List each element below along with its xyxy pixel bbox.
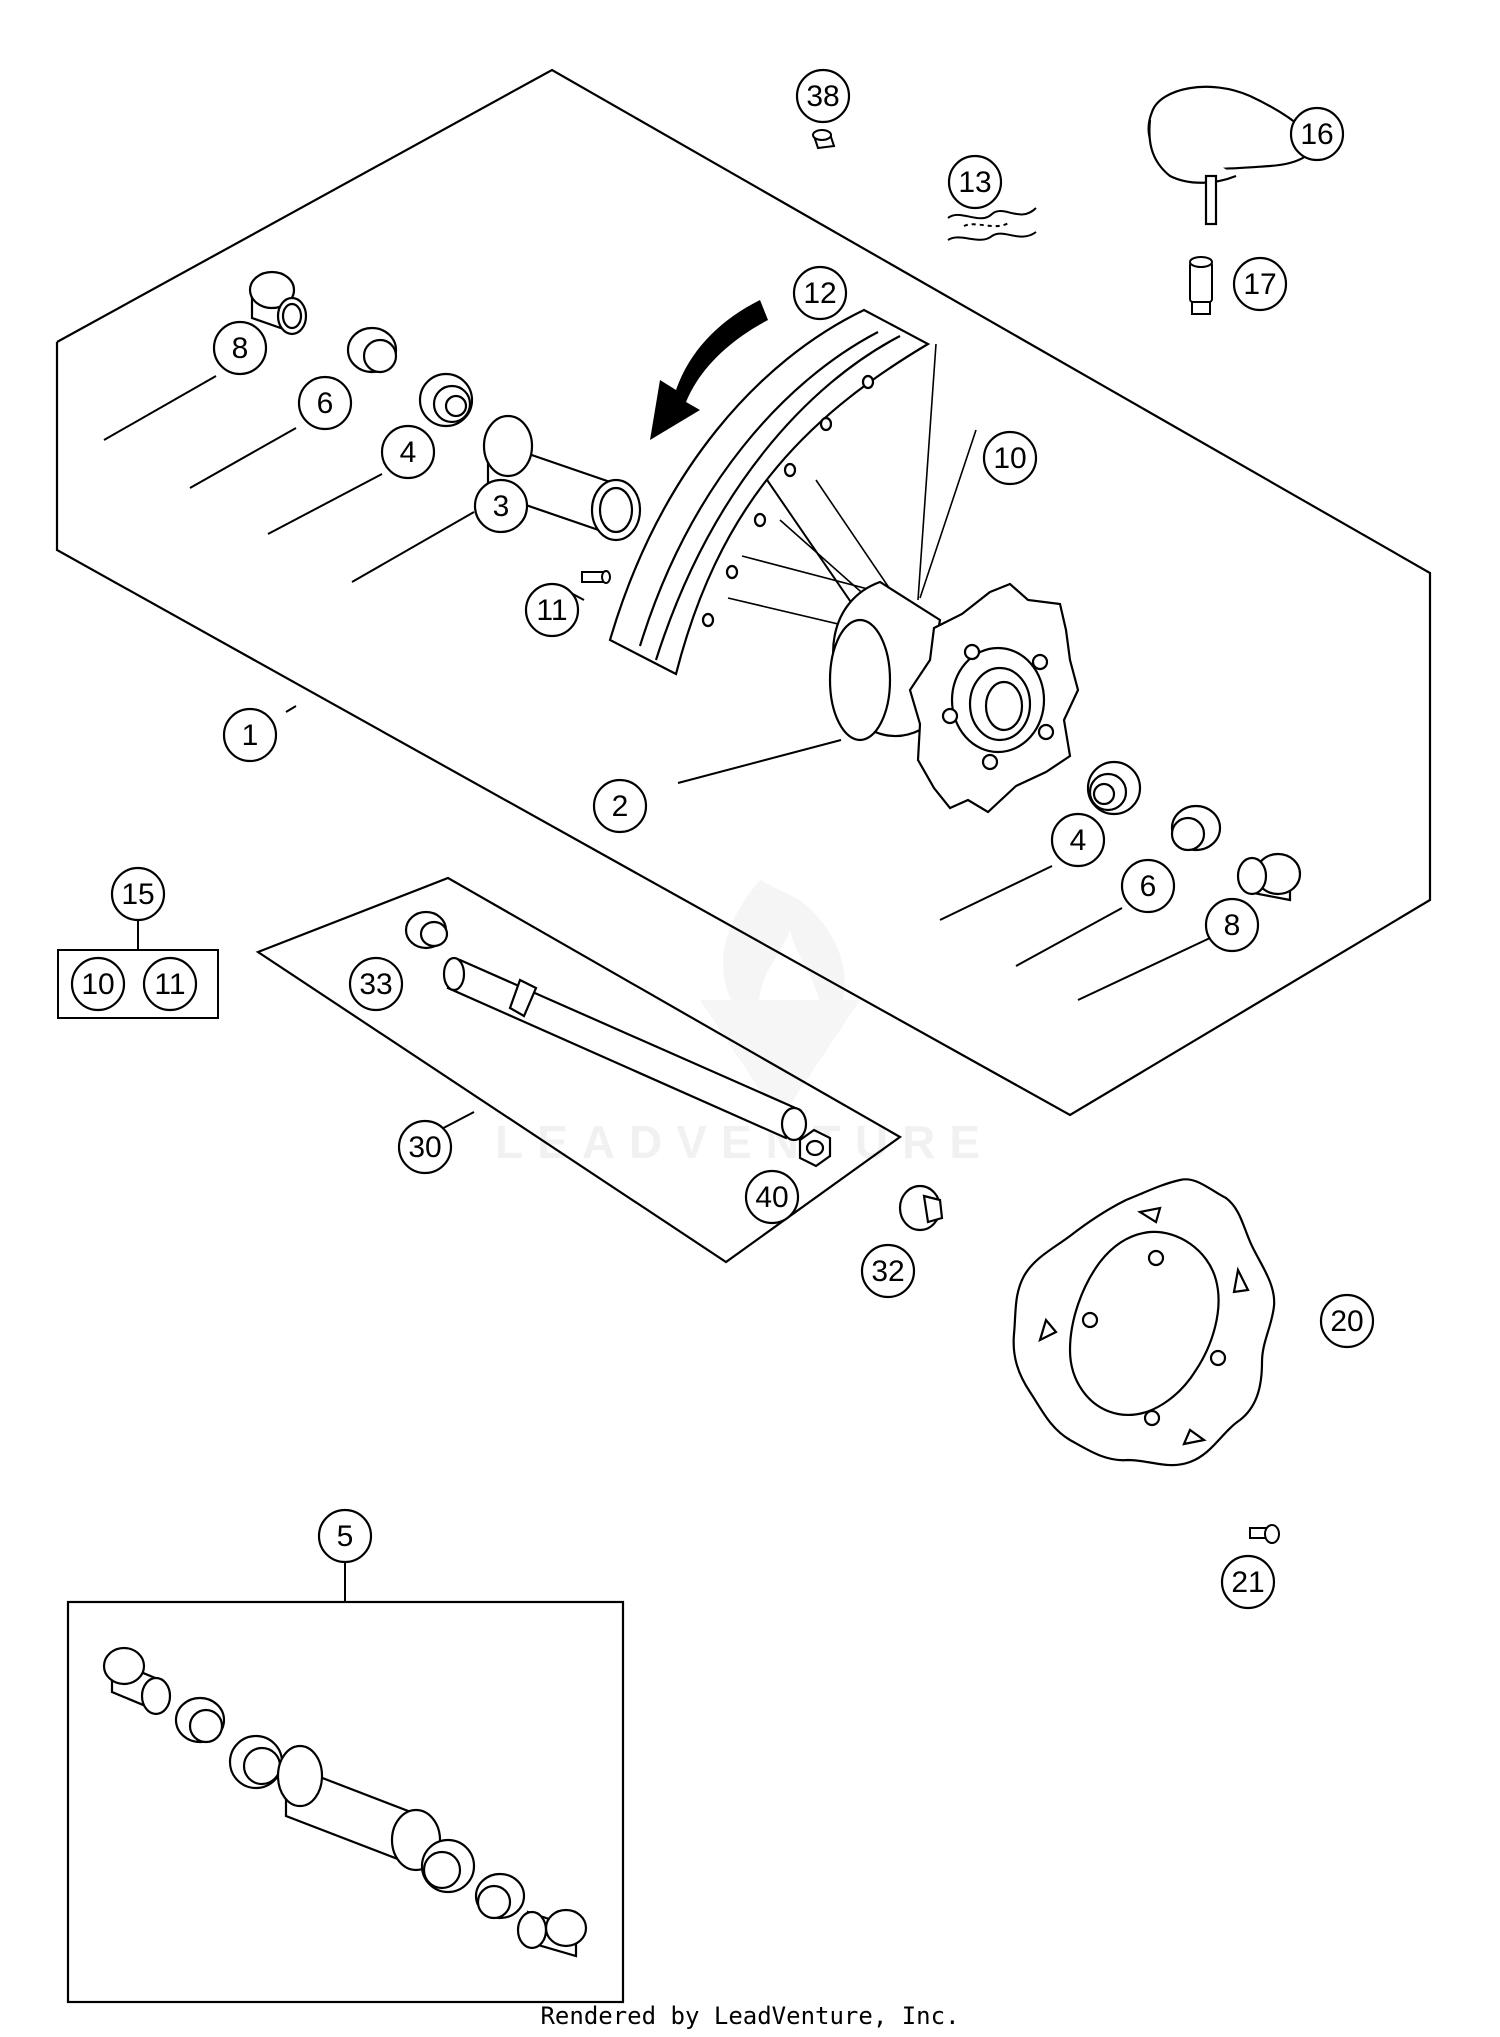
callout-label: 38 — [806, 80, 839, 113]
part-4-bearing-right — [1086, 760, 1142, 816]
part-4-bearing-left — [418, 372, 474, 428]
callout-4-right[interactable]: 4 — [1050, 812, 1106, 868]
callout-label: 30 — [408, 1131, 441, 1164]
callout-6-right[interactable]: 6 — [1120, 858, 1176, 914]
part-5-kit-contents — [102, 1646, 588, 1958]
part-33-seal — [404, 910, 449, 950]
callout-label: 32 — [871, 1255, 904, 1288]
callout-label: 4 — [1070, 824, 1087, 857]
callout-6-left[interactable]: 6 — [297, 375, 353, 431]
callout-label: 6 — [1140, 870, 1157, 903]
callout-16[interactable]: 16 — [1289, 106, 1345, 162]
part-16-plug — [1147, 85, 1315, 226]
callout-label: 11 — [154, 968, 185, 1001]
callout-label: 5 — [337, 1520, 354, 1553]
callout-label: 1 — [242, 719, 259, 752]
part-8-spacer-left — [248, 270, 308, 336]
callout-label: 11 — [536, 594, 567, 627]
part-38-valve-cap — [812, 129, 836, 150]
part-2-rim — [608, 308, 931, 676]
callout-label: 3 — [493, 490, 510, 523]
callout-33[interactable]: 33 — [348, 956, 404, 1012]
part-20-brake-disc — [1012, 1178, 1276, 1467]
callout-2[interactable]: 2 — [592, 778, 648, 834]
part-17-valve — [1189, 256, 1213, 315]
callout-21[interactable]: 21 — [1220, 1554, 1276, 1610]
callout-label: 21 — [1231, 1566, 1264, 1599]
callout-1[interactable]: 1 — [222, 707, 278, 763]
callout-label: 16 — [1300, 118, 1333, 151]
part-40-nut — [798, 1128, 832, 1168]
callout-15-item-10[interactable]: 10 — [70, 956, 126, 1012]
callout-label: 15 — [121, 878, 154, 911]
assembly-outline-1 — [55, 68, 1432, 1117]
part-30-axle — [442, 956, 808, 1142]
callout-40[interactable]: 40 — [744, 1169, 800, 1225]
callout-38[interactable]: 38 — [795, 68, 851, 124]
part-6-seal-right — [1170, 804, 1222, 852]
callout-8-right[interactable]: 8 — [1204, 897, 1260, 953]
callout-label: 17 — [1243, 268, 1276, 301]
callout-label: 8 — [232, 332, 249, 365]
callout-label: 12 — [803, 277, 836, 310]
part-8-spacer-right — [1236, 852, 1302, 902]
callout-label: 6 — [317, 387, 334, 420]
leadventure-watermark-logo: LEADVENTURE — [495, 880, 994, 1168]
part-6-seal-left — [346, 326, 398, 374]
part-32-screw — [898, 1184, 944, 1232]
callout-11[interactable]: 11 — [524, 582, 580, 638]
callout-4-left[interactable]: 4 — [380, 424, 436, 480]
callout-3[interactable]: 3 — [473, 478, 529, 534]
callout-30[interactable]: 30 — [397, 1119, 453, 1175]
callout-label: 40 — [755, 1181, 788, 1214]
callout-label: 20 — [1330, 1305, 1363, 1338]
watermark-text: LEADVENTURE — [495, 1116, 994, 1168]
part-21-screw — [1249, 1524, 1280, 1544]
render-credit-footer: Rendered by LeadVenture, Inc. — [540, 2002, 960, 2030]
callout-12[interactable]: 12 — [792, 265, 848, 321]
callout-label: 13 — [958, 166, 991, 199]
callout-10[interactable]: 10 — [982, 430, 1038, 486]
callout-label: 2 — [612, 790, 629, 823]
callout-5[interactable]: 5 — [317, 1508, 373, 1564]
part-11-spoke-nipple — [581, 570, 611, 584]
callout-label: 8 — [1224, 909, 1241, 942]
callout-13[interactable]: 13 — [947, 154, 1003, 210]
callout-15[interactable]: 15 — [110, 866, 166, 922]
part-2-hub — [828, 580, 1080, 814]
callout-label: 10 — [81, 968, 114, 1001]
callout-20[interactable]: 20 — [1319, 1293, 1375, 1349]
callout-17[interactable]: 17 — [1232, 256, 1288, 312]
part-3-distance-sleeve — [482, 414, 642, 542]
callout-32[interactable]: 32 — [860, 1243, 916, 1299]
callout-label: 10 — [993, 442, 1026, 475]
axle-kit-outline — [255, 876, 903, 1264]
callout-label: 33 — [359, 968, 392, 1001]
rotation-direction-arrow — [650, 300, 768, 440]
callout-8-left[interactable]: 8 — [212, 320, 268, 376]
part-13-rim-tape — [947, 207, 1037, 241]
callout-label: 4 — [400, 436, 417, 469]
callout-15-item-11[interactable]: 11 — [142, 956, 198, 1012]
